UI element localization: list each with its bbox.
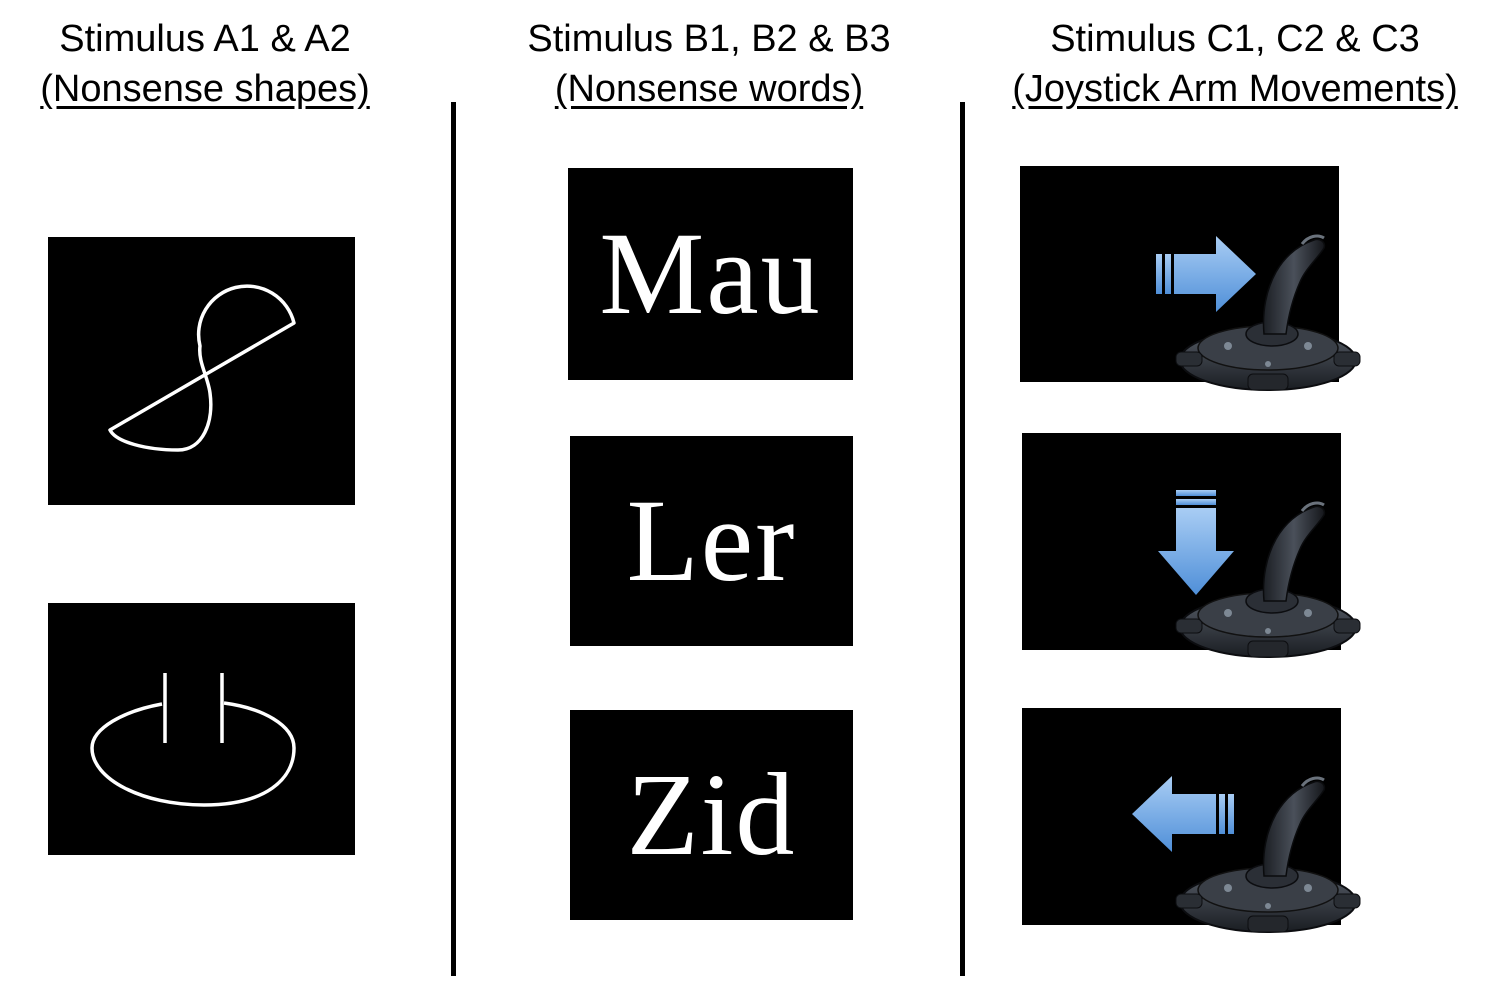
shape-panel-a1: [48, 237, 355, 505]
word-panel-b2: Ler: [570, 436, 853, 646]
joystick-panel-c1: [1020, 166, 1362, 392]
column-b-title: Stimulus B1, B2 & B3: [527, 18, 891, 60]
column-divider: [960, 102, 965, 976]
column-header-c: Stimulus C1, C2 & C3 (Joystick Arm Movem…: [975, 14, 1495, 114]
arrow-left-icon: [1132, 776, 1234, 852]
column-header-a: Stimulus A1 & A2 (Nonsense shapes): [0, 14, 410, 114]
figure-eight-shape: [108, 284, 296, 452]
nonsense-word: Mau: [599, 208, 822, 339]
joystick-left-illustration: [1132, 776, 1362, 934]
shape-panel-a2: [48, 603, 355, 855]
column-header-b: Stimulus B1, B2 & B3 (Nonsense words): [470, 14, 948, 114]
joystick-panel-c2: [1022, 433, 1362, 659]
nonsense-word: Ler: [626, 475, 797, 606]
joystick-down-illustration: [1158, 490, 1362, 659]
ellipse-with-bars-shape: [90, 673, 296, 807]
column-c-title: Stimulus C1, C2 & C3: [1050, 18, 1420, 60]
column-a-subtitle: (Nonsense shapes): [40, 68, 370, 110]
word-panel-b3: Zid: [570, 710, 853, 920]
arrow-right-icon: [1156, 236, 1256, 312]
joystick-right-illustration: [1156, 234, 1362, 392]
joystick-panel-c3: [1022, 708, 1362, 934]
column-a-title: Stimulus A1 & A2: [59, 18, 351, 60]
column-divider: [451, 102, 456, 976]
column-b-subtitle: (Nonsense words): [554, 68, 864, 110]
word-panel-b1: Mau: [568, 168, 853, 380]
column-c-subtitle: (Joystick Arm Movements): [1012, 68, 1458, 110]
arrow-down-icon: [1158, 490, 1234, 595]
nonsense-word: Zid: [626, 749, 797, 880]
